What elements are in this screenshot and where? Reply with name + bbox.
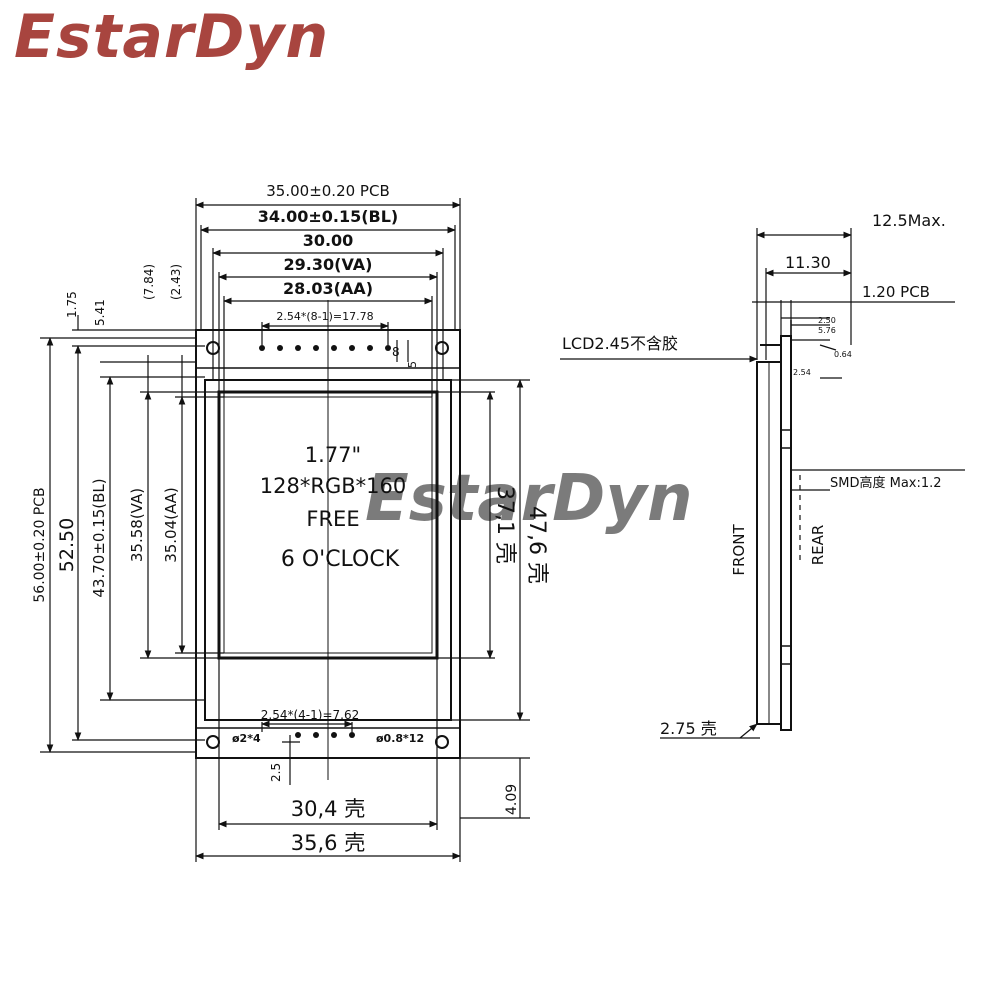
pin-dim-2-54: 2.54 xyxy=(793,368,811,377)
dim-4-09: 4.09 xyxy=(504,784,520,815)
mount-hole xyxy=(206,735,220,749)
top-pin-row xyxy=(259,345,391,351)
view-direction-text: 6 O'CLOCK xyxy=(281,547,400,572)
top-pin-pitch-label: 2.54*(8-1)=17.78 xyxy=(276,310,373,323)
free-text: FREE xyxy=(306,507,359,531)
shell-2-75-label: 2.75 壳 xyxy=(660,719,717,738)
lcd-thickness-label: LCD2.45不含胶 xyxy=(562,334,678,353)
side-pcb xyxy=(780,335,792,731)
dim-5: 5 xyxy=(406,361,419,368)
mount-hole xyxy=(435,735,449,749)
front-label: FRONT xyxy=(730,524,748,576)
pin-dim-5-76: 5.76 xyxy=(818,326,836,335)
va-height-label: 35.58(VA) xyxy=(128,488,146,562)
bl-height-label: 43.70±0.15(BL) xyxy=(90,478,108,597)
side-view xyxy=(560,228,965,739)
va-width-label: 29.30(VA) xyxy=(284,255,373,274)
dim-1-75: 1.75 xyxy=(65,291,79,318)
hole-left-label: ø2*4 xyxy=(232,732,261,745)
rear-label: REAR xyxy=(809,525,827,566)
shell-height-outer-label: 47,6 壳 xyxy=(524,506,549,584)
brand-logo: EstarDyn xyxy=(14,2,330,72)
pcb-thickness-label: 1.20 PCB xyxy=(862,283,930,301)
dim-2-43: (2.43) xyxy=(169,264,183,300)
shell-height-inner-label: 37,1 壳 xyxy=(492,486,517,564)
pcb-height-label: 56.00±0.20 PCB xyxy=(32,487,48,602)
dim-2-5: 2.5 xyxy=(269,763,283,782)
dim-11-30-label: 11.30 xyxy=(785,253,831,272)
mount-hole xyxy=(435,341,449,355)
hole-right-label: ø0.8*12 xyxy=(376,732,424,745)
pcb-width-label: 35.00±0.20 PCB xyxy=(266,182,390,200)
dim-7-84: (7.84) xyxy=(142,264,156,300)
bl-width-label: 34.00±0.15(BL) xyxy=(258,207,399,226)
aa-height-label: 35.04(AA) xyxy=(162,487,180,563)
shell-width-inner-label: 30,4 壳 xyxy=(291,797,365,821)
pin-dim-2-50: 2.50 xyxy=(818,316,836,325)
pin-dim-0-64: 0.64 xyxy=(834,350,852,359)
front-view xyxy=(40,198,530,862)
max-thickness-label: 12.5Max. xyxy=(872,211,946,230)
screen-size-text: 1.77" xyxy=(305,443,361,467)
watermark: EstarDyn xyxy=(365,462,693,536)
dim-5-41: 5.41 xyxy=(93,299,107,326)
bottom-pin-pitch-label: 2.54*(4-1)=7.62 xyxy=(261,708,359,722)
bottom-pin-row xyxy=(295,732,355,738)
resolution-text: 128*RGB*160 xyxy=(260,474,406,498)
smd-height-label: SMD高度 Max:1.2 xyxy=(830,475,942,491)
dim-8: 8 xyxy=(392,345,400,359)
shell-width-outer-label: 35,6 壳 xyxy=(291,831,365,855)
outline-height-label: 52.50 xyxy=(56,518,78,572)
aa-width-label: 28.03(AA) xyxy=(283,279,373,298)
outline-width-label: 30.00 xyxy=(303,231,354,250)
